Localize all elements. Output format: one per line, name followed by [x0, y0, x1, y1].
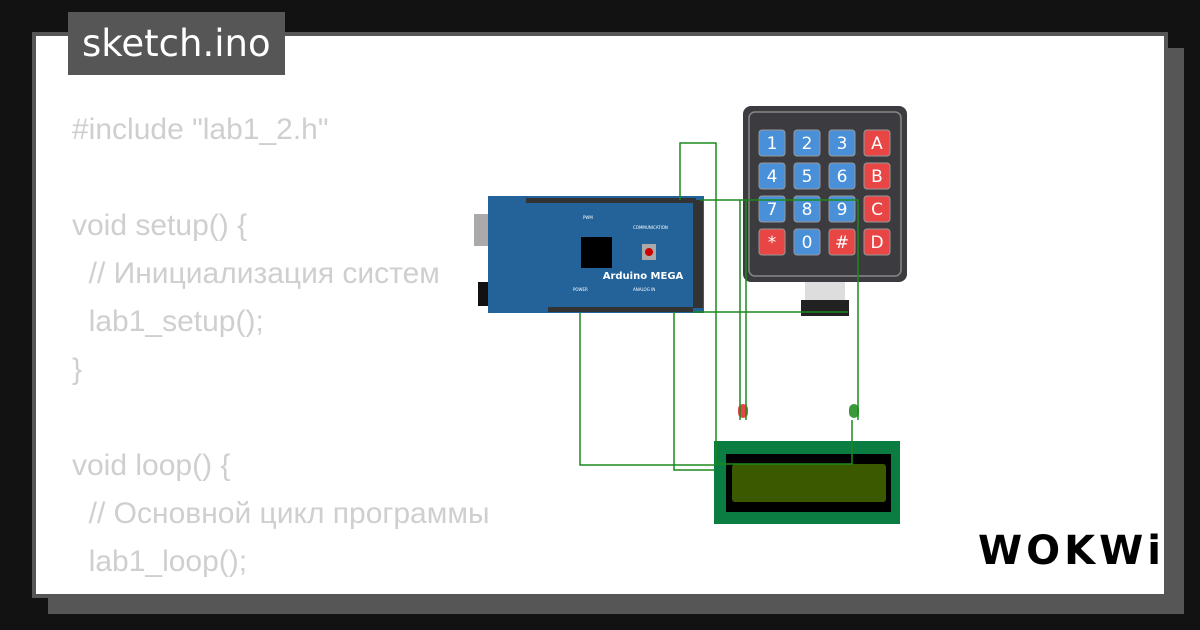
- key-4[interactable]: 4: [758, 162, 786, 190]
- code-line: #include "lab1_2.h": [72, 113, 329, 146]
- svg-text:ANALOG IN: ANALOG IN: [633, 287, 655, 292]
- svg-text:0: 0: [802, 233, 813, 253]
- svg-text:B: B: [871, 167, 883, 187]
- arduino-mega[interactable]: Arduino MEGA PWM COMMUNICATION POWER ANA…: [474, 196, 704, 313]
- key-*[interactable]: *: [758, 228, 786, 256]
- svg-text:8: 8: [802, 200, 813, 220]
- chip: [581, 237, 612, 268]
- svg-text:*: *: [768, 233, 777, 253]
- green-led[interactable]: [849, 404, 859, 418]
- key-2[interactable]: 2: [793, 129, 821, 157]
- svg-text:C: C: [871, 200, 883, 220]
- svg-text:PWM: PWM: [583, 215, 593, 220]
- svg-text:9: 9: [837, 200, 848, 220]
- svg-text:POWER: POWER: [573, 287, 588, 292]
- key-5[interactable]: 5: [793, 162, 821, 190]
- keypad[interactable]: 1 2 3 A 4 5 6 B 7 8 9 C * 0 # D: [743, 106, 907, 316]
- wires: [579, 142, 859, 471]
- wokwi-logo: WOKWi: [978, 528, 1165, 574]
- key-9[interactable]: 9: [828, 195, 856, 223]
- svg-text:5: 5: [802, 167, 813, 187]
- svg-text:COMMUNICATION: COMMUNICATION: [633, 225, 668, 230]
- code-line: void loop() {: [72, 449, 231, 482]
- code-preview: #include "lab1_2.h" void setup() { // Ин…: [72, 106, 490, 594]
- board-label: Arduino MEGA: [603, 271, 684, 282]
- code-line: lab1_loop();: [72, 545, 248, 578]
- key-#[interactable]: #: [828, 228, 856, 256]
- svg-text:2: 2: [802, 134, 813, 154]
- svg-text:6: 6: [837, 167, 848, 187]
- key-8[interactable]: 8: [793, 195, 821, 223]
- code-line: void setup() {: [72, 209, 248, 242]
- file-tab[interactable]: sketch.ino: [68, 12, 285, 75]
- key-1[interactable]: 1: [758, 129, 786, 157]
- code-line: lab1_setup();: [72, 305, 264, 338]
- key-6[interactable]: 6: [828, 162, 856, 190]
- svg-text:7: 7: [767, 200, 778, 220]
- code-line: // Инициализация систем: [72, 257, 440, 290]
- lcd-display[interactable]: [714, 441, 900, 524]
- key-A[interactable]: A: [863, 129, 891, 157]
- preview-card: #include "lab1_2.h" void setup() { // Ин…: [32, 32, 1168, 598]
- key-7[interactable]: 7: [758, 195, 786, 223]
- svg-text:4: 4: [767, 167, 778, 187]
- keypad-connector: [801, 300, 849, 316]
- svg-text:A: A: [871, 134, 883, 154]
- svg-text:3: 3: [837, 134, 848, 154]
- code-line: // Основной цикл программы: [72, 497, 490, 530]
- key-3[interactable]: 3: [828, 129, 856, 157]
- key-B[interactable]: B: [863, 162, 891, 190]
- svg-text:D: D: [870, 233, 883, 253]
- svg-text:1: 1: [767, 134, 778, 154]
- code-line: }: [72, 586, 490, 594]
- key-0[interactable]: 0: [793, 228, 821, 256]
- key-D[interactable]: D: [863, 228, 891, 256]
- key-C[interactable]: C: [863, 195, 891, 223]
- svg-text:#: #: [835, 233, 849, 253]
- code-line: }: [72, 353, 83, 386]
